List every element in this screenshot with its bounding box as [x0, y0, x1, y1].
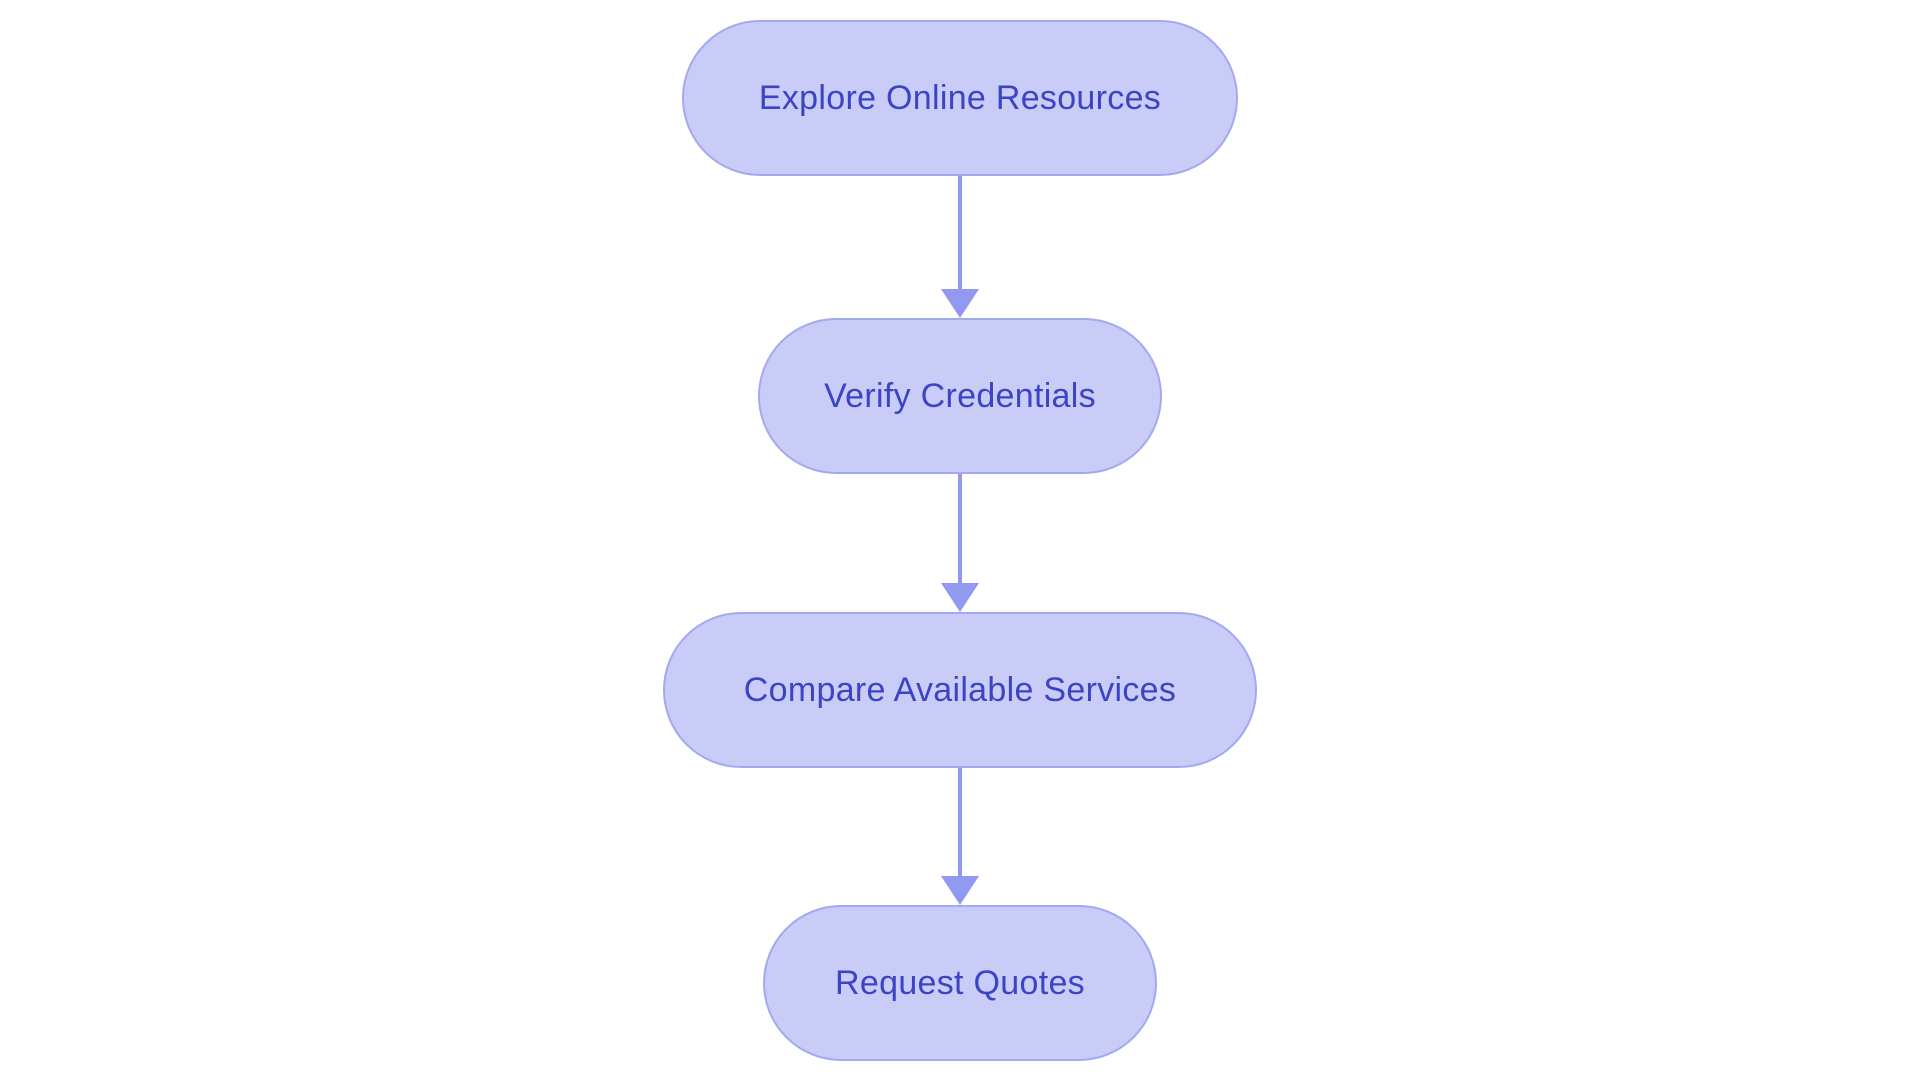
node-label: Explore Online Resources	[758, 78, 1162, 117]
arrowhead-icon	[941, 876, 979, 905]
arrowhead-icon	[941, 289, 979, 318]
flow-node-compare-available-services: Compare Available Services	[663, 612, 1257, 768]
flow-node-explore-online-resources: Explore Online Resources	[682, 20, 1238, 176]
flow-node-verify-credentials: Verify Credentials	[758, 318, 1162, 474]
node-label: Compare Available Services	[743, 670, 1177, 709]
arrow-down-3	[940, 768, 980, 905]
arrow-down-1	[940, 176, 980, 318]
node-label: Request Quotes	[835, 963, 1085, 1002]
flow-node-request-quotes: Request Quotes	[763, 905, 1157, 1061]
arrow-shaft	[958, 176, 962, 292]
arrow-down-2	[940, 474, 980, 612]
arrow-shaft	[958, 474, 962, 586]
arrow-shaft	[958, 768, 962, 879]
node-label: Verify Credentials	[824, 376, 1096, 415]
arrowhead-icon	[941, 583, 979, 612]
